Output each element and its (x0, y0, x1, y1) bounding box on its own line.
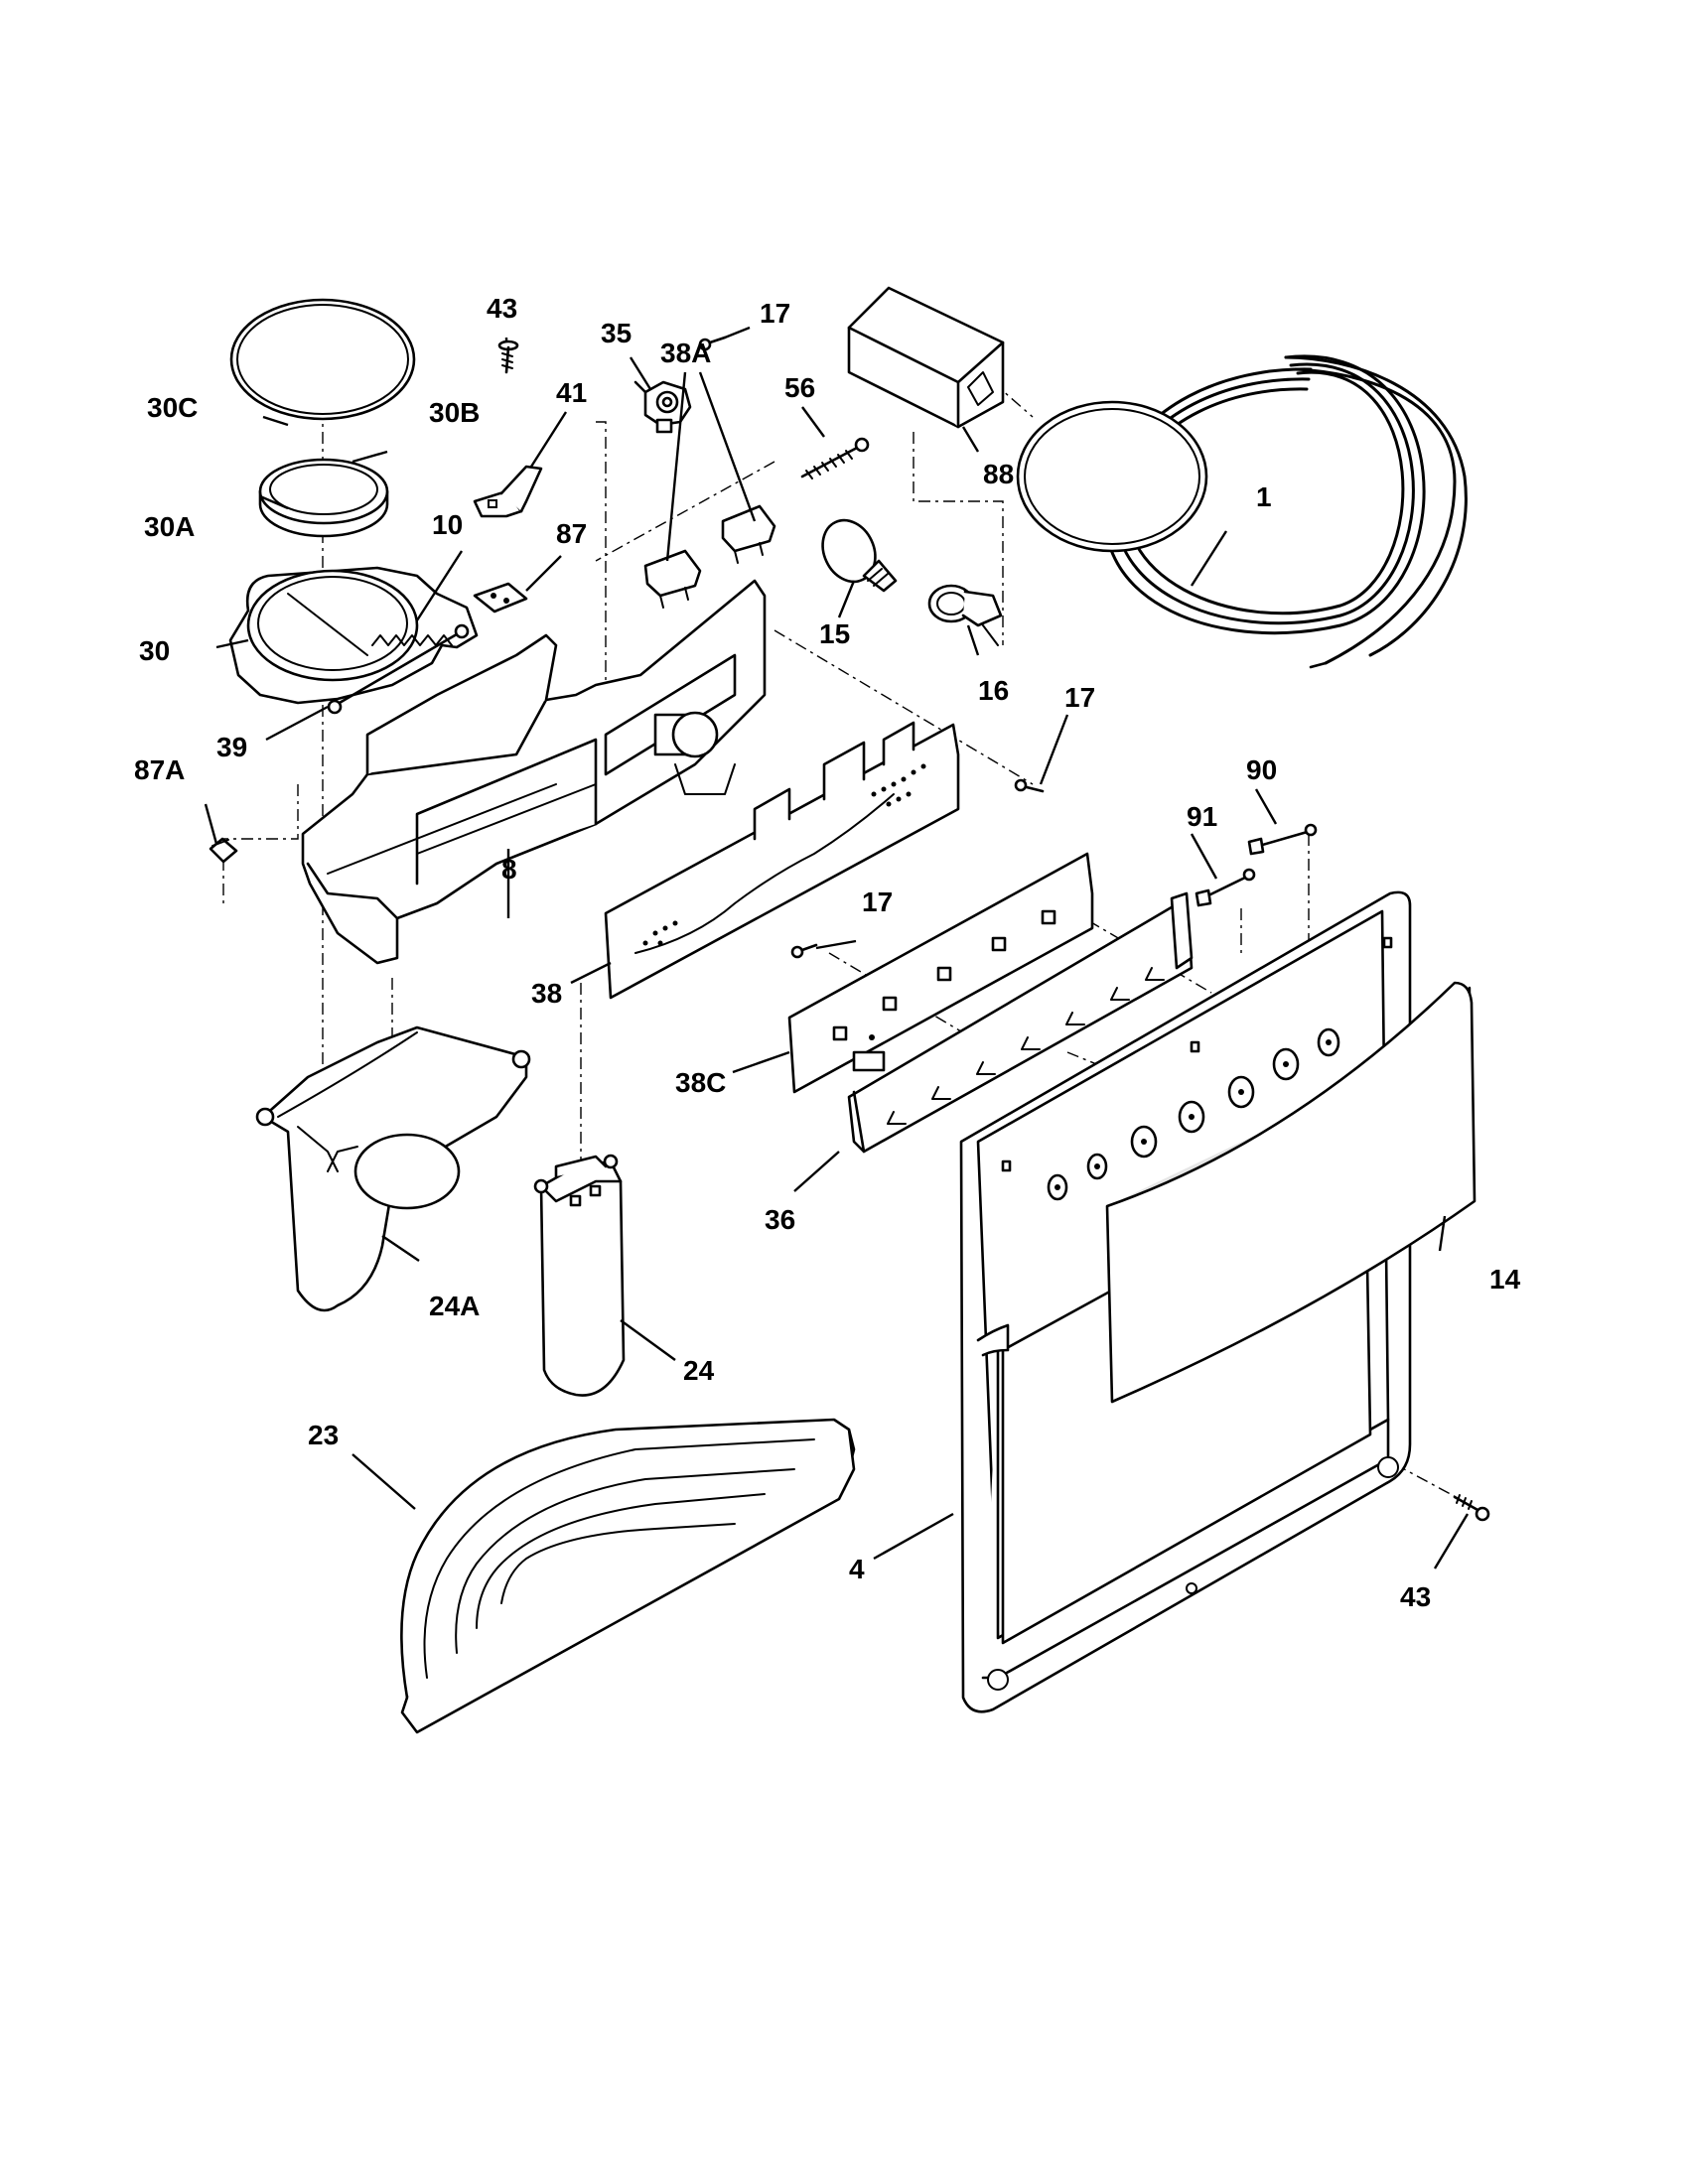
callout-17-middle: 17 (862, 887, 893, 917)
callout-38a: 38A (660, 338, 711, 368)
part-35-switch (633, 380, 692, 434)
part-17-screw-right (1014, 778, 1045, 793)
callout-8: 8 (501, 854, 517, 885)
callout-38: 38 (531, 978, 562, 1009)
callout-56: 56 (784, 372, 815, 403)
part-38-control-board (604, 721, 960, 1000)
callout-23: 23 (308, 1420, 339, 1450)
part-56-long-screw (800, 437, 870, 479)
part-90-pin (1247, 823, 1318, 856)
part-17-screw-middle (790, 943, 818, 959)
part-87-plate (473, 582, 528, 614)
callout-30c: 30C (147, 392, 198, 423)
part-30a-cap (258, 458, 389, 538)
part-24-water-chute (533, 1154, 626, 1397)
part-17-screw-top (698, 336, 727, 351)
callout-24a: 24A (429, 1291, 480, 1321)
callout-43-bottom: 43 (1400, 1581, 1431, 1612)
callout-30a: 30A (144, 511, 195, 542)
callout-90: 90 (1246, 754, 1277, 785)
callout-38c: 38C (675, 1067, 726, 1098)
callout-labels: 30C 30B 30A 10 30 39 87A 43 41 87 35 17 … (134, 293, 1521, 1612)
part-43-screw-top (497, 340, 519, 374)
callout-14: 14 (1489, 1264, 1521, 1295)
part-38c-button-board (787, 852, 1094, 1094)
callout-4: 4 (849, 1554, 865, 1584)
part-14-overlay (1105, 981, 1477, 1404)
callout-36: 36 (765, 1204, 795, 1235)
part-8-housing (301, 579, 767, 965)
part-30-door-frame (228, 566, 479, 715)
callout-1: 1 (1256, 481, 1272, 512)
callout-87: 87 (556, 518, 587, 549)
part-43-screw-bottom (1453, 1494, 1490, 1522)
callout-10: 10 (432, 509, 463, 540)
callout-43-top: 43 (487, 293, 517, 324)
callout-41: 41 (556, 377, 587, 408)
part-38a-switch-right (721, 504, 776, 564)
callout-30b: 30B (429, 397, 480, 428)
callout-87a: 87A (134, 754, 185, 785)
callout-15: 15 (819, 618, 850, 649)
callout-16: 16 (978, 675, 1009, 706)
callout-39: 39 (216, 732, 247, 762)
part-88-box (847, 286, 1005, 429)
part-41-bracket (473, 465, 543, 518)
part-30c-gasket (229, 298, 416, 421)
part-16-socket (927, 584, 1003, 646)
callout-91: 91 (1187, 801, 1217, 832)
part-1-tubing-coil (1016, 354, 1468, 669)
part-23-drip-tray (400, 1418, 856, 1734)
part-38a-switch-left (643, 549, 702, 609)
part-87a-clip (209, 837, 238, 864)
callout-17-right: 17 (1064, 682, 1095, 713)
leader-lines (204, 326, 1470, 1570)
part-91-pin (1195, 868, 1256, 907)
callout-30: 30 (139, 635, 170, 666)
callout-17-top: 17 (760, 298, 790, 329)
part-15-bulb (821, 518, 898, 593)
callout-35: 35 (601, 318, 632, 348)
callout-24: 24 (683, 1355, 715, 1386)
callout-88: 88 (983, 459, 1014, 489)
part-24a-ice-chute (255, 1025, 531, 1312)
part-36-actuator-bar (847, 891, 1194, 1154)
